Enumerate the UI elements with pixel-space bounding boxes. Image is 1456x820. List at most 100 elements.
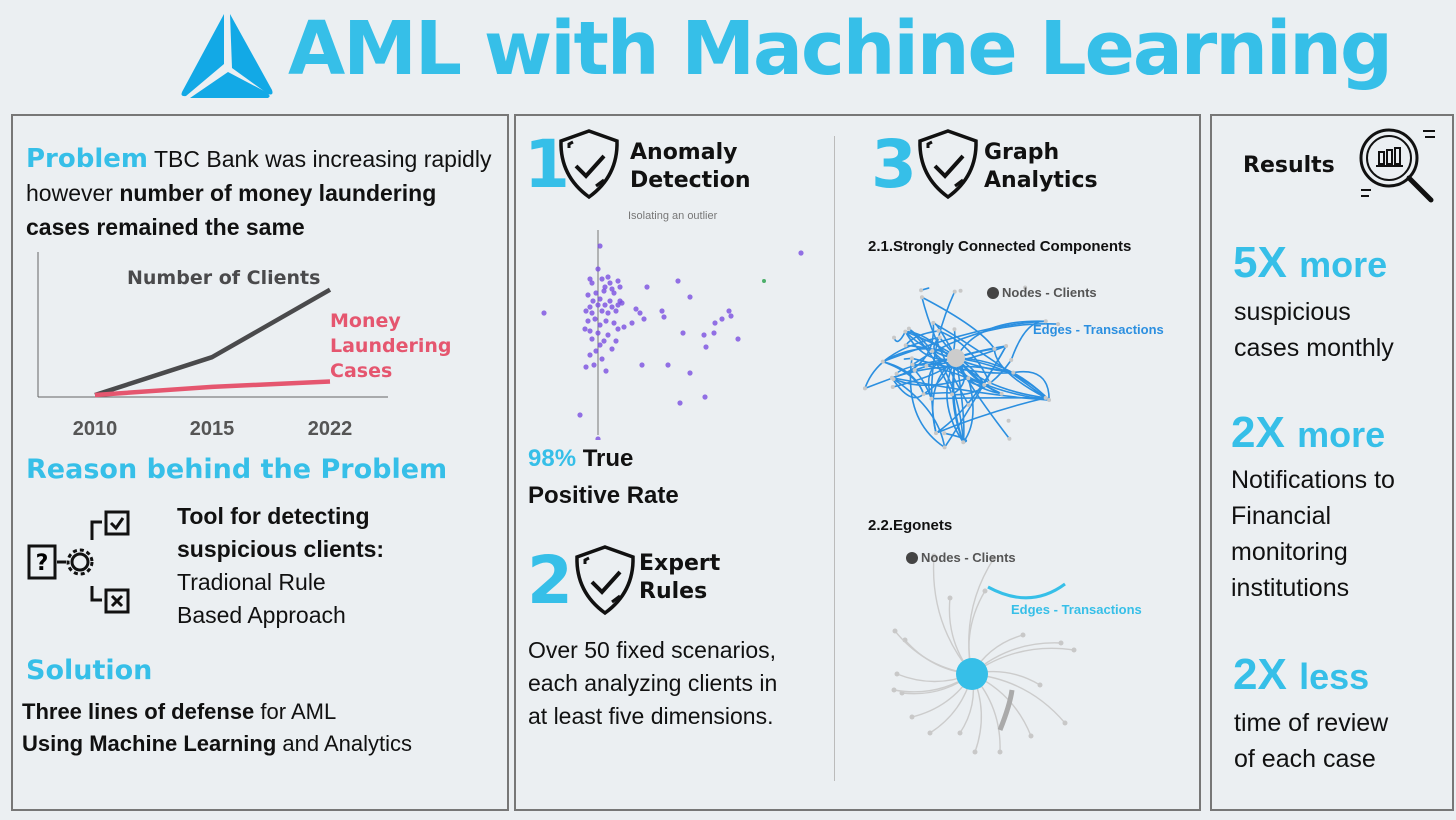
graph-node xyxy=(880,359,885,364)
scatter-point xyxy=(665,362,671,368)
graph-node xyxy=(931,320,936,325)
graph-node xyxy=(987,380,992,385)
reason-text-2: Based Approach xyxy=(177,602,346,628)
graph-node xyxy=(992,346,997,351)
result-3-desc-1: time of review xyxy=(1234,709,1389,737)
scatter-point xyxy=(605,332,611,338)
graph-edge xyxy=(914,369,933,399)
series-line-1 xyxy=(94,379,331,398)
graph-node xyxy=(1004,344,1009,349)
scatter-point xyxy=(687,370,693,376)
ego-node xyxy=(1037,682,1043,688)
hub-node xyxy=(947,349,965,367)
ego-node xyxy=(927,730,933,736)
ego-node xyxy=(892,628,898,634)
graph-edge xyxy=(1013,370,1050,401)
result-2-multiplier: 2X xyxy=(1231,408,1285,457)
reason-bold-2: suspicious clients: xyxy=(177,536,385,562)
x-tick-label: 2022 xyxy=(308,418,353,440)
scatter-point xyxy=(603,368,609,374)
graph-edge xyxy=(909,358,946,449)
ego-node xyxy=(1071,647,1077,653)
result-2-desc-4: institutions xyxy=(1231,574,1350,602)
graph-node xyxy=(1007,436,1012,441)
result-2-description: Notifications to Financial monitoring in… xyxy=(1231,462,1395,606)
scatter-point xyxy=(711,330,717,336)
scatter-point xyxy=(675,278,681,284)
scatter-point xyxy=(605,274,611,280)
results-panel xyxy=(1210,114,1454,811)
graph-node xyxy=(929,396,934,401)
ego-node xyxy=(982,588,988,594)
graph-edge xyxy=(921,296,996,350)
scatter-point xyxy=(611,290,617,296)
scatter-point xyxy=(677,400,683,406)
series-label-cases-1: Money xyxy=(330,310,401,332)
scatter-point xyxy=(602,302,608,308)
scatter-point xyxy=(585,292,591,298)
ego-node xyxy=(909,714,915,720)
result-2-qualifier: more xyxy=(1297,414,1386,455)
scatter-point xyxy=(609,304,615,310)
shield-check-icon xyxy=(559,129,619,200)
graph-node xyxy=(1006,418,1011,423)
graph-node xyxy=(936,328,941,333)
scatter-point xyxy=(590,298,596,304)
ego-legend-edges: Edges - Transactions xyxy=(1011,602,1142,617)
scatter-point xyxy=(603,318,609,324)
graph-node xyxy=(891,377,896,382)
magnifier-chart-icon xyxy=(1359,128,1435,203)
graph-edge xyxy=(938,336,1002,395)
graph-node xyxy=(982,382,987,387)
step-3-title-line2: Analytics xyxy=(984,168,1098,193)
scc-network-graph: Nodes - Clients Edges - Transactions xyxy=(862,285,1164,450)
scatter-point xyxy=(607,298,613,304)
outlier-scatter-plot xyxy=(541,230,804,440)
graph-node xyxy=(952,289,957,294)
scatter-point xyxy=(726,308,732,314)
graph-node xyxy=(921,392,926,397)
scc-heading: 2.1.Strongly Connected Components xyxy=(868,238,1132,255)
step-3-number: 3 xyxy=(871,126,917,203)
egonets-heading: 2.2.Egonets xyxy=(868,517,953,534)
ego-node xyxy=(997,749,1003,755)
shield-check-icon xyxy=(918,129,978,200)
graph-node xyxy=(862,386,867,391)
expert-text-1: Over 50 fixed scenarios, xyxy=(528,637,777,663)
graph-node xyxy=(909,356,914,361)
results-heading: Results xyxy=(1243,153,1335,178)
step-1-title-line2: Detection xyxy=(630,168,751,193)
scatter-point xyxy=(619,300,625,306)
scatter-point xyxy=(587,352,593,358)
scatter-point xyxy=(577,412,583,418)
problem-text-bold: number of money laundering cases remaine… xyxy=(26,180,437,240)
scatter-point xyxy=(599,276,605,282)
scatter-point xyxy=(613,308,619,314)
reason-description: Tool for detecting suspicious clients: T… xyxy=(177,500,384,632)
ego-edge xyxy=(968,557,995,675)
problem-text: TBC Bank was increasing rapidly however xyxy=(26,146,492,206)
shield-check-icon xyxy=(575,545,635,616)
result-2-desc-1: Notifications to xyxy=(1231,466,1395,494)
result-1-value: 5X more xyxy=(1233,238,1387,290)
scatter-point xyxy=(611,320,617,326)
graph-edge xyxy=(923,391,954,396)
scatter-point xyxy=(599,356,605,362)
result-1-multiplier: 5X xyxy=(1233,238,1287,287)
graph-node xyxy=(903,329,908,334)
graph-node xyxy=(892,335,897,340)
scatter-point xyxy=(644,284,650,290)
result-3-desc-2: of each case xyxy=(1234,745,1376,773)
scatter-point xyxy=(599,308,605,314)
result-2-desc-2: Financial xyxy=(1231,502,1332,530)
problem-heading: Problem xyxy=(26,144,148,174)
graph-node xyxy=(952,327,957,332)
ego-node xyxy=(957,730,963,736)
legend-node-marker xyxy=(906,552,918,564)
tpr-label-1: True xyxy=(576,445,634,472)
scatter-point xyxy=(597,322,603,328)
graph-node xyxy=(903,343,908,348)
tpr-label-2: Positive Rate xyxy=(528,482,679,509)
scatter-point xyxy=(609,286,615,292)
svg-text:?: ? xyxy=(36,551,49,576)
